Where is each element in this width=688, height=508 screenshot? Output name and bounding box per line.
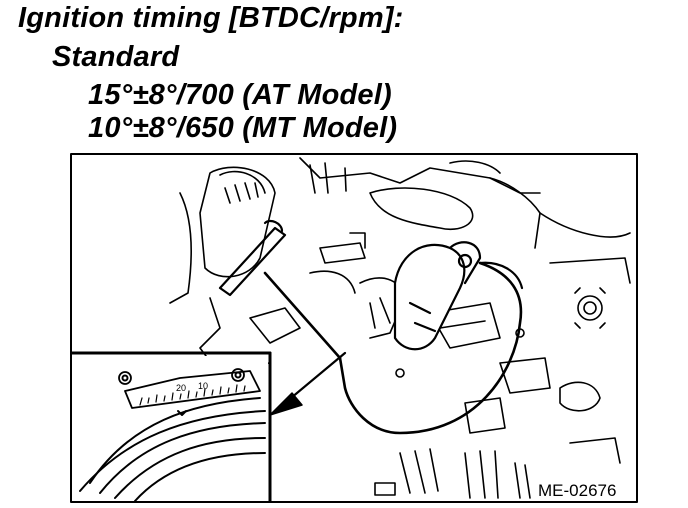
- spec-mt-model-value: 10°±8°/650 (MT Model): [88, 112, 398, 144]
- crank-pulley: [89, 397, 261, 484]
- bolt-right: [231, 368, 245, 382]
- spec-heading: Ignition timing [BTDC/rpm]:: [18, 2, 404, 34]
- timing-scale-plate: [124, 370, 261, 409]
- bolt-left: [118, 371, 132, 385]
- figure-code: ME-02676: [538, 481, 617, 500]
- timing-light: [218, 219, 524, 435]
- scale-label-10: 10: [198, 381, 208, 391]
- spec-standard-label: Standard: [52, 41, 180, 73]
- ignition-timing-illustration: 20 10: [70, 153, 638, 503]
- figure-frame: [70, 153, 638, 503]
- timing-mark-inset: 20 10: [70, 351, 272, 503]
- scale-label-20: 20: [176, 383, 186, 393]
- spec-at-model-value: 15°±8°/700 (AT Model): [88, 79, 392, 111]
